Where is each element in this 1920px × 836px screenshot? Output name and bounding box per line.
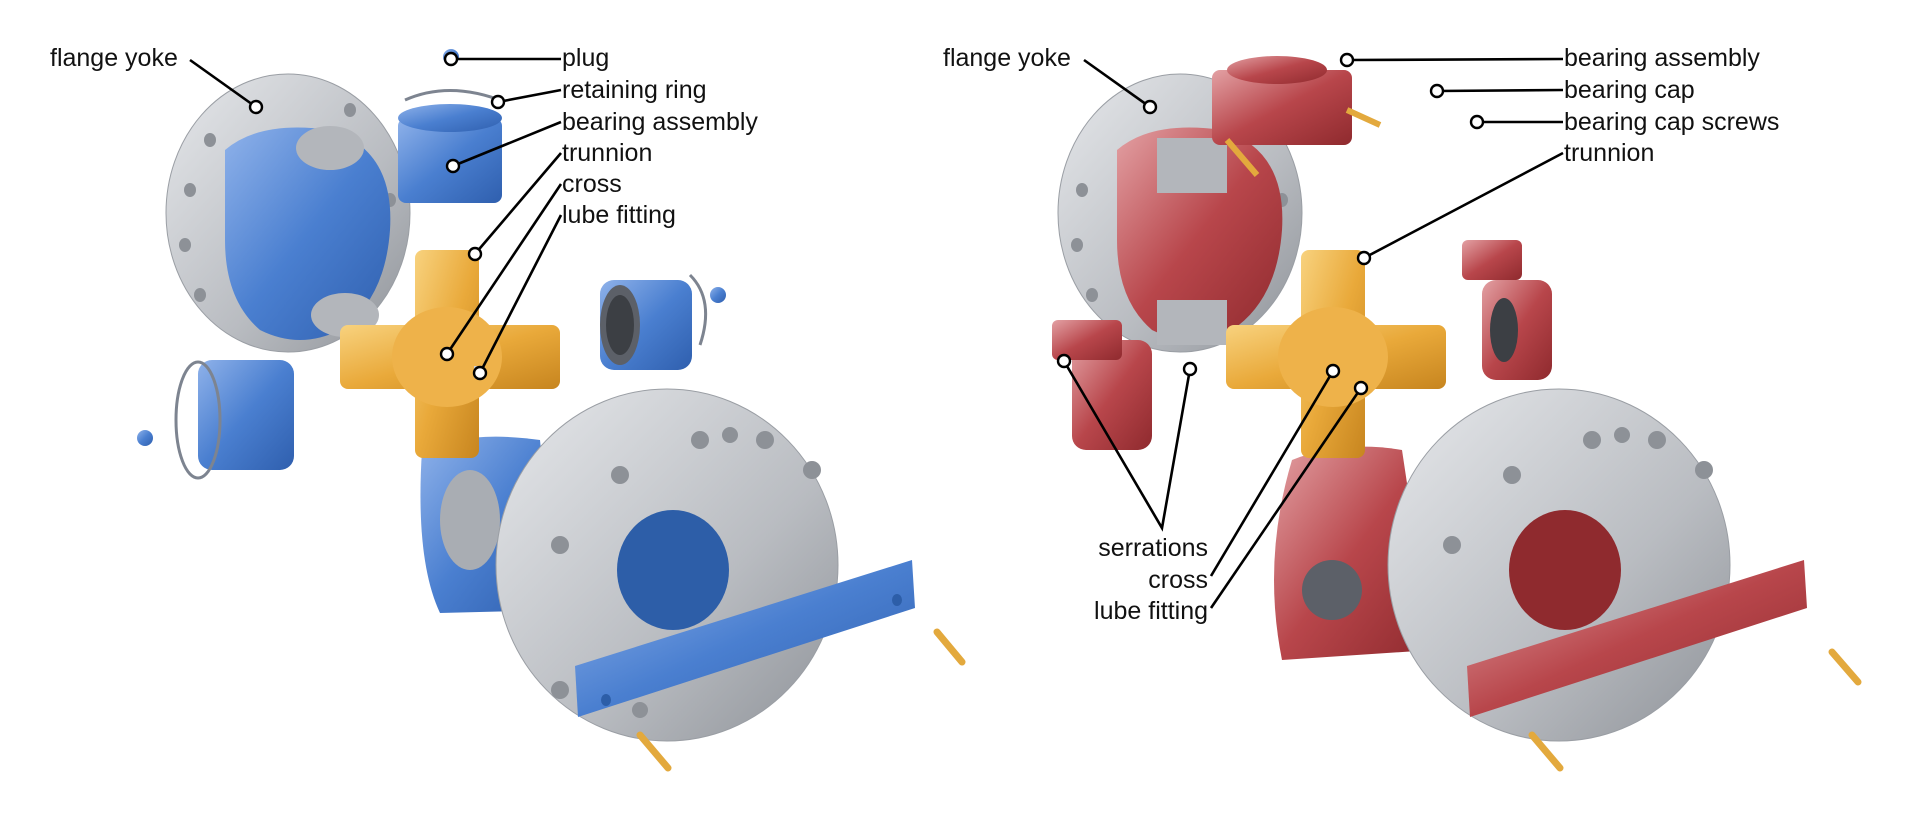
label-cross: cross: [1148, 566, 1208, 594]
top-bearing-and-cap: [1212, 56, 1382, 177]
label-lube-fitting: lube fitting: [562, 201, 676, 229]
cap-screw: [1528, 648, 1862, 772]
label-serrations: serrations: [1098, 534, 1208, 562]
lower-flange-yoke-serrated: [1274, 388, 1807, 742]
label-trunnion: trunnion: [1564, 139, 1655, 167]
cap-screw: [636, 628, 966, 772]
right-joint-illustration: [1052, 56, 1862, 772]
label-lube-fitting: lube fitting: [1094, 597, 1208, 625]
top-bearing-assembly: [398, 49, 506, 203]
left-bearing-and-cap: [1052, 320, 1152, 450]
label-retaining-ring: retaining ring: [562, 76, 707, 104]
label-bearing-cap-screws: bearing cap screws: [1564, 108, 1780, 136]
label-flange-yoke: flange yoke: [50, 44, 178, 72]
label-bearing-assembly: bearing assembly: [1564, 44, 1760, 72]
lower-flange-yoke: [420, 388, 915, 742]
label-cross: cross: [562, 170, 622, 198]
right-leader-lines: [1056, 52, 1564, 609]
label-bearing-cap: bearing cap: [1564, 76, 1695, 104]
left-leader-lines: [189, 51, 563, 381]
label-bearing-assembly: bearing assembly: [562, 108, 758, 136]
upper-flange-yoke: [165, 73, 411, 353]
right-bearing-assembly: [600, 273, 726, 370]
left-joint-illustration: [137, 49, 966, 772]
label-trunnion: trunnion: [562, 139, 653, 167]
label-plug: plug: [562, 44, 610, 72]
label-flange-yoke: flange yoke: [943, 44, 1071, 72]
right-bearing-and-cap: [1462, 240, 1552, 380]
left-bearing-assembly: [137, 360, 294, 480]
